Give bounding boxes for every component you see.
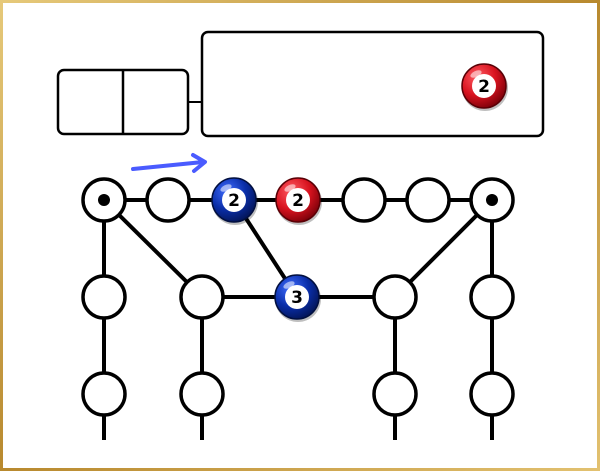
empty-node[interactable] (341, 177, 387, 223)
empty-node[interactable] (405, 177, 451, 223)
empty-node[interactable] (372, 371, 418, 417)
node-circle[interactable] (405, 177, 451, 223)
endpoint-node[interactable] (469, 177, 515, 223)
node-circle[interactable] (179, 371, 225, 417)
ball-number: 2 (478, 77, 490, 97)
blue-ball-3: 3 (274, 274, 321, 322)
ball-number: 2 (292, 191, 304, 211)
empty-node[interactable] (81, 274, 127, 320)
ball-number-face (286, 188, 310, 212)
ball-number-face (472, 74, 496, 98)
board-nodes: 2 2 3 (81, 177, 515, 417)
ball-number-face (285, 285, 309, 309)
node-circle[interactable] (372, 371, 418, 417)
red-ball-2: 2 (275, 177, 322, 225)
node-circle[interactable] (469, 371, 515, 417)
ball-highlight (283, 281, 295, 289)
empty-node[interactable] (145, 177, 191, 223)
blue-ball-2: 2 (211, 177, 258, 225)
queue-panel: 2 (56, 30, 545, 138)
empty-node[interactable] (372, 274, 418, 320)
ball-highlight (284, 184, 296, 192)
node-circle[interactable] (81, 274, 127, 320)
node-circle[interactable] (469, 274, 515, 320)
node-circle[interactable] (145, 177, 191, 223)
endpoint-node[interactable] (81, 177, 127, 223)
node-circle[interactable] (179, 274, 225, 320)
ball-number-face (222, 188, 246, 212)
upcoming-ball: 2 (461, 63, 508, 111)
endpoint-dot-icon (486, 194, 498, 206)
ball-highlight (470, 70, 482, 78)
node-circle[interactable] (341, 177, 387, 223)
empty-node[interactable] (179, 371, 225, 417)
empty-node[interactable] (179, 274, 225, 320)
empty-node[interactable] (81, 371, 127, 417)
ball-number: 3 (291, 288, 303, 308)
node-circle[interactable] (81, 371, 127, 417)
node-circle[interactable] (372, 274, 418, 320)
arrow-right-icon (131, 153, 207, 173)
empty-node[interactable] (469, 371, 515, 417)
upcoming-ball-box (200, 30, 545, 138)
ball-highlight (220, 184, 232, 192)
board-edge (393, 198, 494, 299)
endpoint-dot-icon (98, 194, 110, 206)
red-ball-2: 2 (461, 63, 508, 111)
ball-number: 2 (228, 191, 240, 211)
empty-node[interactable] (469, 274, 515, 320)
board-edge (102, 198, 204, 299)
